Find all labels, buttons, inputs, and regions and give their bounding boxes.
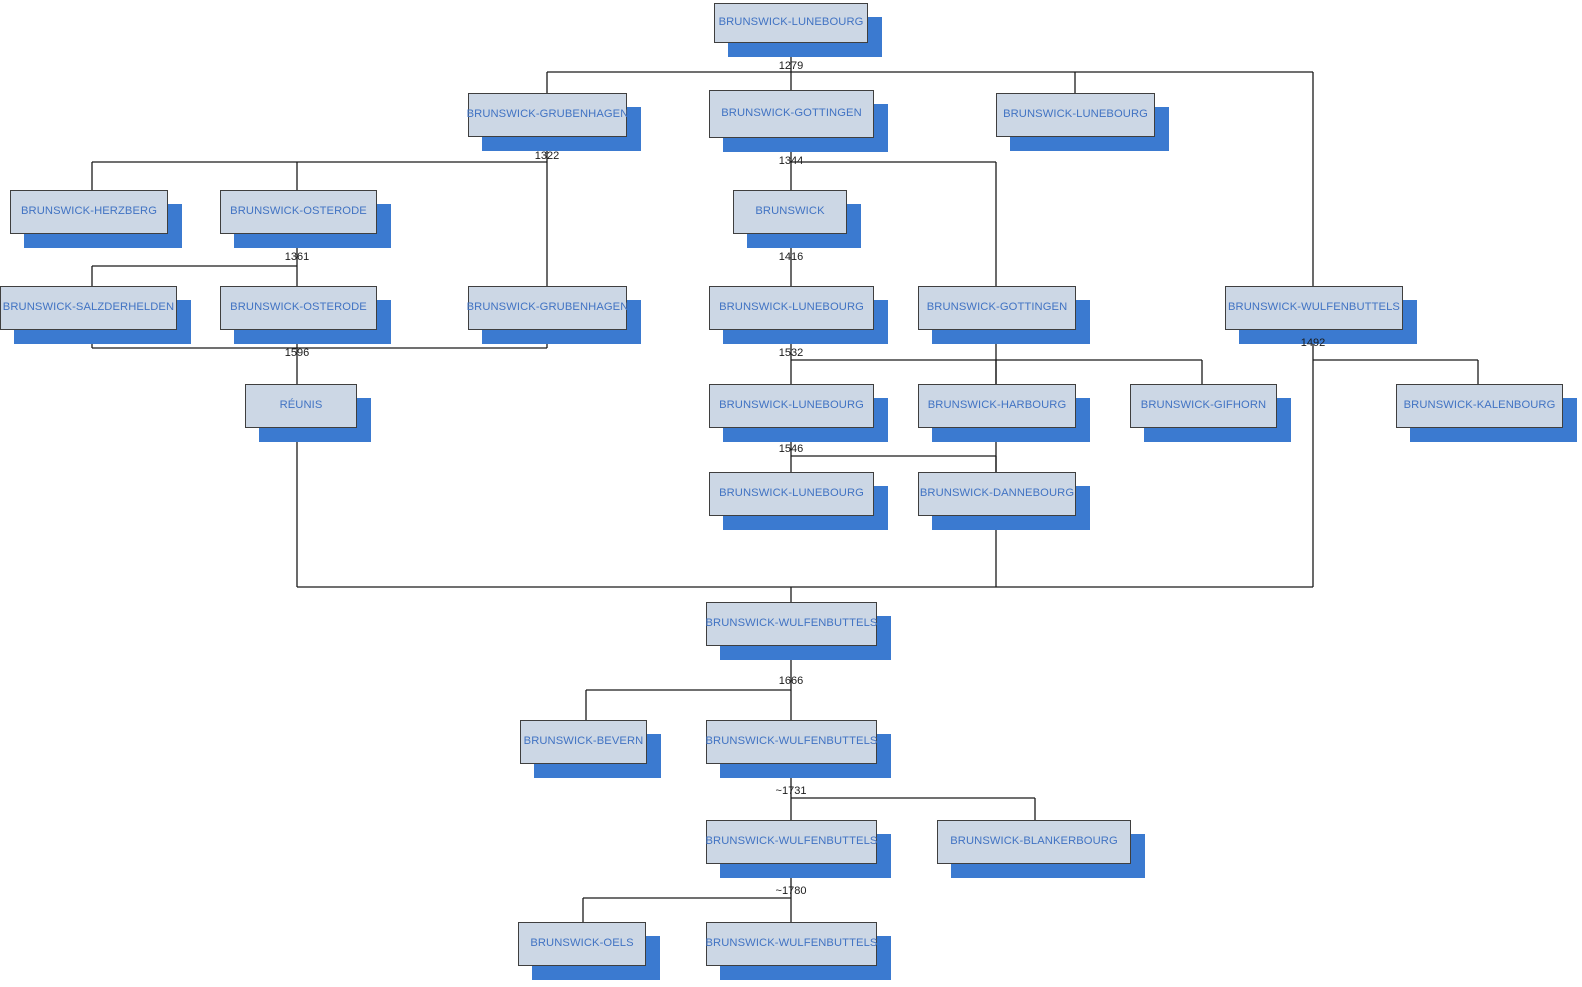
node-label: BRUNSWICK-OSTERODE [230,205,367,218]
node-label: BRUNSWICK-SALZDERHELDEN [2,301,175,314]
node-box[interactable]: BRUNSWICK-LUNEBOURG [709,286,874,330]
tree-node[interactable]: BRUNSWICK-LUNEBOURG [996,93,1169,151]
node-label: BRUNSWICK-GRUBENHAGEN [466,301,629,314]
tree-node[interactable]: BRUNSWICK-LUNEBOURG [709,384,888,442]
node-box[interactable]: BRUNSWICK-LUNEBOURG [714,3,868,43]
node-label: BRUNSWICK-DANNEBOURG [919,487,1075,500]
node-label: BRUNSWICK-LUNEBOURG [719,487,864,500]
tree-node[interactable]: BRUNSWICK-WULFENBUTTELS [706,602,891,660]
node-box[interactable]: BRUNSWICK-OSTERODE [220,190,377,234]
node-box[interactable]: BRUNSWICK-LUNEBOURG [996,93,1155,137]
node-label: BRUNSWICK-GOTTINGEN [721,107,862,120]
tree-node[interactable]: BRUNSWICK-BLANKERBOURG [937,820,1145,878]
node-label: BRUNSWICK-OELS [530,937,634,950]
tree-node[interactable]: BRUNSWICK-BEVERN [520,720,661,778]
node-label: RÉUNIS [279,399,323,412]
node-label: BRUNSWICK-KALENBOURG [1403,399,1556,412]
tree-node[interactable]: BRUNSWICK-LUNEBOURG [709,286,888,344]
node-box[interactable]: BRUNSWICK-OELS [518,922,646,966]
edge-year-label: 1596 [284,347,310,359]
node-label: BRUNSWICK-GRUBENHAGEN [466,108,629,121]
tree-node[interactable]: BRUNSWICK-LUNEBOURG [714,3,882,57]
node-box[interactable]: BRUNSWICK-BEVERN [520,720,647,764]
node-box[interactable]: BRUNSWICK-KALENBOURG [1396,384,1563,428]
node-label: BRUNSWICK-LUNEBOURG [719,301,864,314]
node-box[interactable]: BRUNSWICK-GRUBENHAGEN [466,286,629,330]
node-box[interactable]: BRUNSWICK-GOTTINGEN [918,286,1076,330]
edge-year-label: 1344 [778,155,804,167]
node-label: BRUNSWICK [755,205,825,218]
node-label: BRUNSWICK-WULFENBUTTELS [705,735,878,748]
node-label: BRUNSWICK-LUNEBOURG [1003,108,1148,121]
node-label: BRUNSWICK-LUNEBOURG [719,399,864,412]
tree-node[interactable]: BRUNSWICK-GIFHORN [1130,384,1291,442]
tree-node[interactable]: BRUNSWICK-OSTERODE [220,286,391,344]
node-box[interactable]: RÉUNIS [245,384,357,428]
node-box[interactable]: BRUNSWICK-WULFENBUTTELS [1225,286,1403,330]
edge-year-label: 1279 [778,60,804,72]
node-box[interactable]: BRUNSWICK-GOTTINGEN [709,90,874,138]
node-label: BRUNSWICK-WULFENBUTTELS [705,617,878,630]
node-box[interactable]: BRUNSWICK-GIFHORN [1130,384,1277,428]
node-box[interactable]: BRUNSWICK-WULFENBUTTELS [706,720,877,764]
node-box[interactable]: BRUNSWICK-HARBOURG [918,384,1076,428]
node-label: BRUNSWICK-BLANKERBOURG [950,835,1118,848]
tree-node[interactable]: BRUNSWICK-GOTTINGEN [709,90,888,152]
node-box[interactable]: BRUNSWICK-GRUBENHAGEN [466,93,629,137]
tree-node[interactable]: BRUNSWICK-LUNEBOURG [709,472,888,530]
node-label: BRUNSWICK-WULFENBUTTELS [705,835,878,848]
tree-node[interactable]: BRUNSWICK-KALENBOURG [1396,384,1577,442]
node-box[interactable]: BRUNSWICK-WULFENBUTTELS [706,820,877,864]
tree-node[interactable]: BRUNSWICK-GRUBENHAGEN [466,286,641,344]
edge-year-label: 1416 [778,251,804,263]
tree-node[interactable]: BRUNSWICK-GOTTINGEN [918,286,1090,344]
node-box[interactable]: BRUNSWICK-WULFENBUTTELS [706,602,877,646]
tree-node[interactable]: BRUNSWICK-GRUBENHAGEN [466,93,641,151]
edge-year-label: 1492 [1300,337,1326,349]
tree-node[interactable]: BRUNSWICK [733,190,861,248]
node-label: BRUNSWICK-HERZBERG [20,205,158,218]
edge-year-label: ~1731 [775,785,807,797]
node-label: BRUNSWICK-GOTTINGEN [926,301,1068,314]
node-box[interactable]: BRUNSWICK-WULFENBUTTELS [706,922,877,966]
node-label: BRUNSWICK-LUNEBOURG [718,16,864,29]
tree-node[interactable]: BRUNSWICK-HERZBERG [10,190,182,248]
node-label: BRUNSWICK-WULFENBUTTELS [705,937,878,950]
edge-year-label: 1666 [778,675,804,687]
edge-year-label: 1532 [778,347,804,359]
node-box[interactable]: BRUNSWICK-LUNEBOURG [709,472,874,516]
tree-node[interactable]: BRUNSWICK-OELS [518,922,660,980]
edge-year-label: 1322 [534,150,560,162]
tree-node[interactable]: BRUNSWICK-WULFENBUTTELS [706,922,891,980]
node-label: BRUNSWICK-OSTERODE [230,301,367,314]
node-box[interactable]: BRUNSWICK [733,190,847,234]
node-box[interactable]: BRUNSWICK-DANNEBOURG [918,472,1076,516]
node-box[interactable]: BRUNSWICK-BLANKERBOURG [937,820,1131,864]
tree-node[interactable]: BRUNSWICK-SALZDERHELDEN [0,286,191,344]
edge-year-label: 1361 [284,251,310,263]
node-label: BRUNSWICK-WULFENBUTTELS [1228,301,1400,314]
node-label: BRUNSWICK-GIFHORN [1140,399,1267,412]
edge-year-label: 1546 [778,443,804,455]
tree-node[interactable]: BRUNSWICK-WULFENBUTTELS [706,720,891,778]
tree-node[interactable]: BRUNSWICK-OSTERODE [220,190,391,248]
tree-node[interactable]: BRUNSWICK-HARBOURG [918,384,1090,442]
tree-node[interactable]: BRUNSWICK-WULFENBUTTELS [1225,286,1417,344]
tree-node[interactable]: RÉUNIS [245,384,371,442]
edge-year-label: ~1780 [775,885,807,897]
node-box[interactable]: BRUNSWICK-HERZBERG [10,190,168,234]
node-label: BRUNSWICK-BEVERN [523,735,644,748]
node-label: BRUNSWICK-HARBOURG [927,399,1067,412]
tree-node[interactable]: BRUNSWICK-DANNEBOURG [918,472,1090,530]
tree-node[interactable]: BRUNSWICK-WULFENBUTTELS [706,820,891,878]
node-box[interactable]: BRUNSWICK-OSTERODE [220,286,377,330]
node-box[interactable]: BRUNSWICK-LUNEBOURG [709,384,874,428]
node-box[interactable]: BRUNSWICK-SALZDERHELDEN [0,286,177,330]
